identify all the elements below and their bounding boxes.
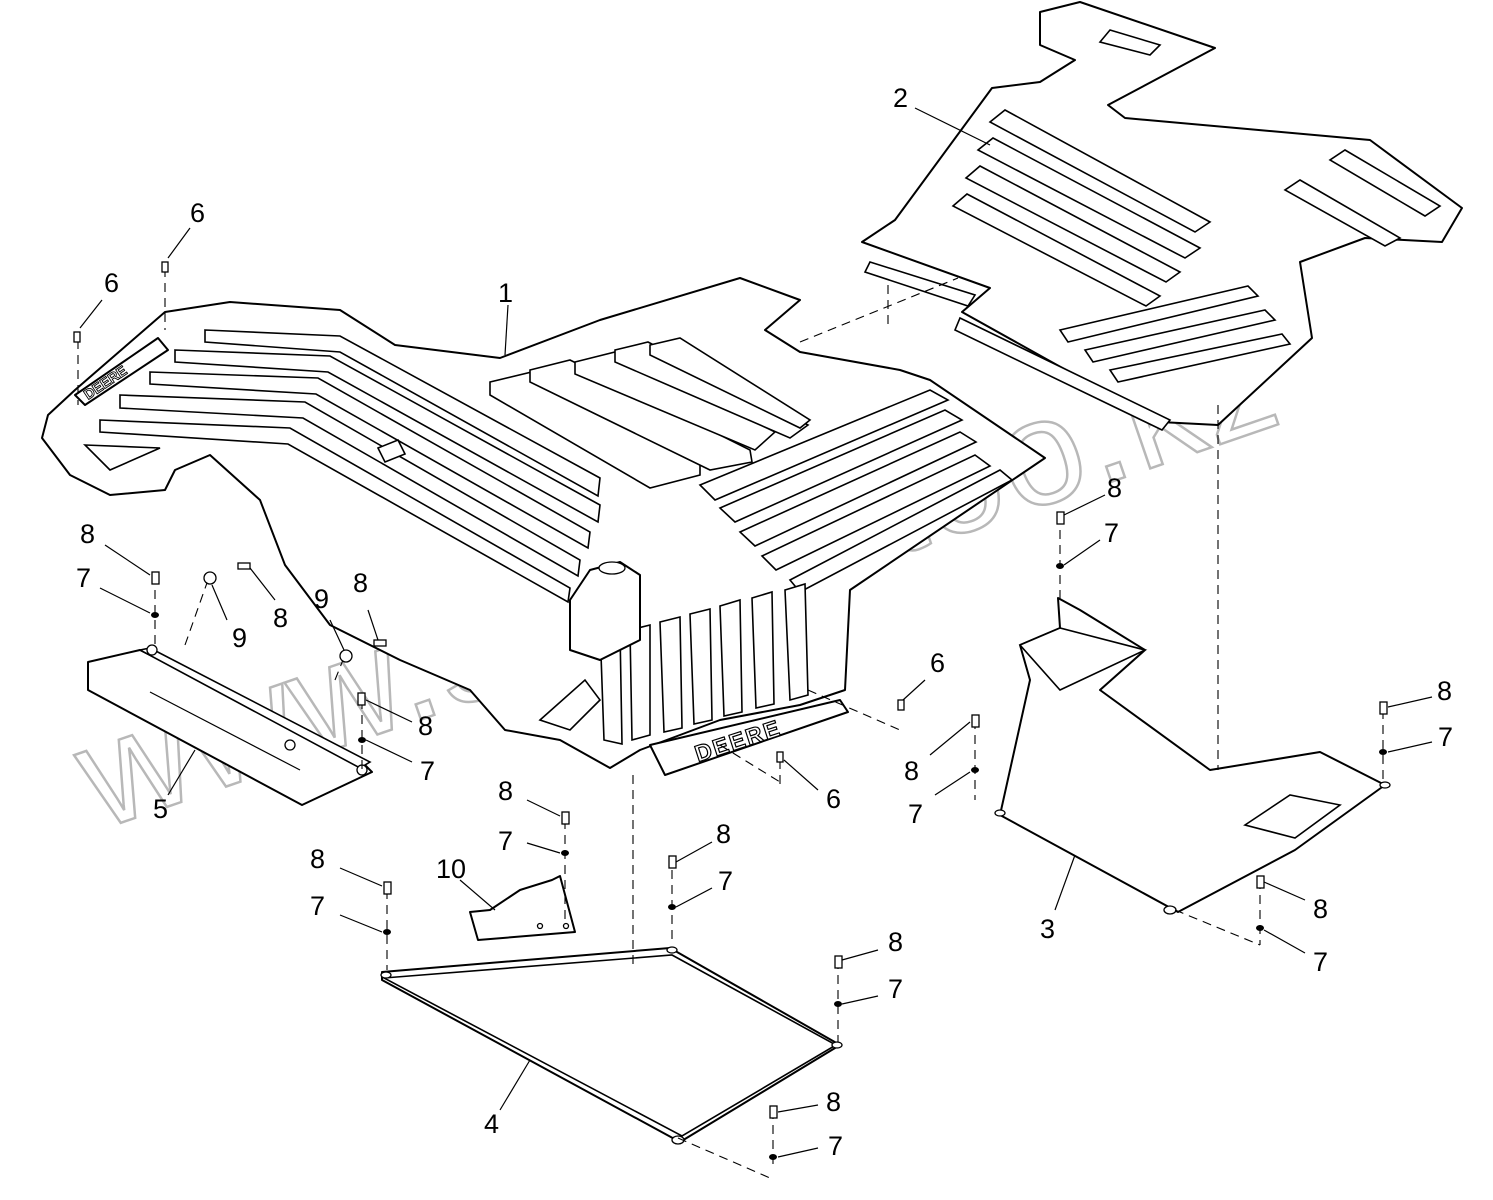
callout-8: 8 [826,1087,841,1117]
callout-part-10: 10 [436,854,466,884]
callout-7: 7 [310,891,325,921]
callout-8: 8 [353,568,368,598]
part-5-side-plate [87,644,373,806]
part-2-front-mat [861,1,1463,431]
part-1-rear-mat: DEERE DEERE [41,277,1046,776]
callout-7: 7 [888,974,903,1004]
callout-8: 8 [498,776,513,806]
leader-lines [79,107,1433,1158]
callout-8: 8 [1107,473,1122,503]
callout-7: 7 [76,563,91,593]
part-4-center-pan [380,946,843,1145]
callout-7: 7 [908,799,923,829]
callout-6: 6 [104,268,119,298]
callout-part-1: 1 [498,278,513,308]
callout-part-5: 5 [153,794,168,824]
callout-6: 6 [190,198,205,228]
callout-part-4: 4 [484,1109,499,1139]
callout-part-2: 2 [893,83,908,113]
callout-6: 6 [826,784,841,814]
callout-6: 6 [930,648,945,678]
part-10-bracket [469,875,576,941]
callout-8: 8 [1437,676,1452,706]
callout-labels: 1 2 3 4 5 10 6 6 6 6 8 7 9 8 9 8 8 7 8 7… [76,83,1453,1161]
part-3-right-pan [994,597,1391,915]
callout-8: 8 [716,819,731,849]
callout-7: 7 [1313,947,1328,977]
callout-8: 8 [273,603,288,633]
callout-part-3: 3 [1040,914,1055,944]
callout-7: 7 [718,866,733,896]
callout-8: 8 [904,756,919,786]
callout-7: 7 [498,826,513,856]
callout-7: 7 [1438,722,1453,752]
hardware [73,261,1388,1160]
callout-8: 8 [310,844,325,874]
callout-7: 7 [828,1131,843,1161]
callout-7: 7 [1104,518,1119,548]
callout-8: 8 [888,927,903,957]
callout-9: 9 [314,584,329,614]
callout-8: 8 [80,519,95,549]
callout-7: 7 [420,756,435,786]
callout-8: 8 [418,711,433,741]
callout-8: 8 [1313,894,1328,924]
callout-9: 9 [232,623,247,653]
